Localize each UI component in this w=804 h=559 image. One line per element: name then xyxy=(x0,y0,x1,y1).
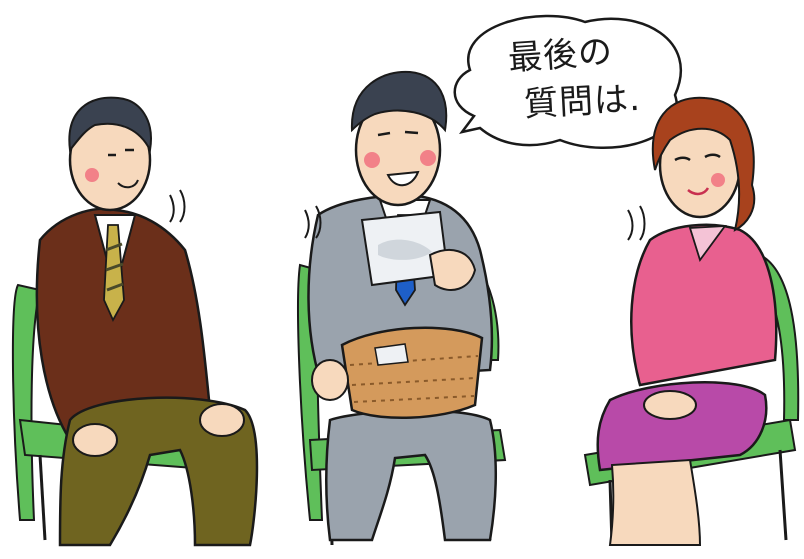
man-middle xyxy=(304,70,498,542)
man-left xyxy=(35,96,259,547)
speech-line-2: 質問は. xyxy=(523,78,642,125)
woman-right xyxy=(596,96,778,546)
question-card xyxy=(360,210,450,287)
question-box xyxy=(340,326,484,420)
speech-bubble-text: 最後の 質問は. xyxy=(484,30,674,126)
